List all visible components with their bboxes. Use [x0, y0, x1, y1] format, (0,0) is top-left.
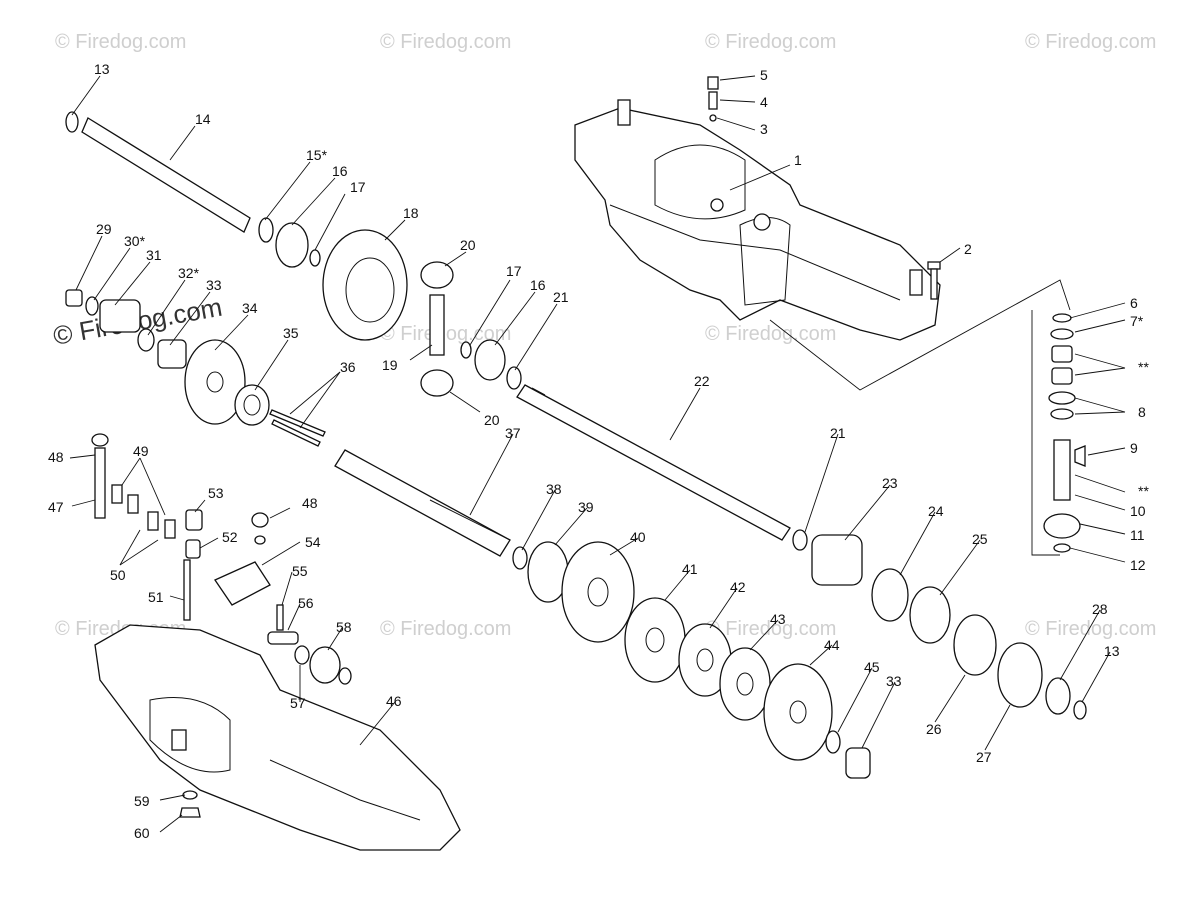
callout-49: 49 — [133, 443, 149, 459]
watermark: © Firedog.com — [705, 323, 836, 345]
housing-hardware — [707, 76, 941, 300]
callout-9: 9 — [1130, 440, 1138, 456]
callout-5: 5 — [760, 67, 768, 83]
callout-4: 4 — [760, 94, 768, 110]
shaft-22 — [516, 384, 791, 541]
callout-20: 20 — [460, 237, 476, 253]
callout-32: 32* — [178, 265, 200, 281]
callout-52: 52 — [222, 529, 238, 545]
watermark: © Firedog.com — [380, 323, 511, 345]
callout-17: 17 — [350, 179, 366, 195]
callout-48b: 48 — [302, 495, 318, 511]
callout-1: 1 — [794, 152, 802, 168]
callout-26: 26 — [926, 721, 942, 737]
callout-40: 40 — [630, 529, 646, 545]
callout-39: 39 — [578, 499, 594, 515]
callout-58: 58 — [336, 619, 352, 635]
watermark: © Firedog.com — [55, 31, 186, 53]
callout-27: 27 — [976, 749, 992, 765]
callout-47: 47 — [48, 499, 64, 515]
callout-10: 10 — [1130, 503, 1146, 519]
callout-3: 3 — [760, 121, 768, 137]
callout-13: 13 — [94, 61, 110, 77]
callout-8: 8 — [1138, 404, 1146, 420]
callout-14: 14 — [195, 111, 211, 127]
upper-housing — [574, 99, 941, 341]
callout-46: 46 — [386, 693, 402, 709]
callout-48: 48 — [48, 449, 64, 465]
callout-16b: 16 — [530, 277, 546, 293]
callout-44: 44 — [824, 637, 840, 653]
callout-double-star-2: ** — [1138, 483, 1149, 499]
watermark: © Firedog.com — [705, 618, 836, 640]
callout-41: 41 — [682, 561, 698, 577]
callout-36: 36 — [340, 359, 356, 375]
callout-24: 24 — [928, 503, 944, 519]
callout-57: 57 — [290, 695, 306, 711]
callout-33b: 33 — [886, 673, 902, 689]
callout-7: 7* — [1130, 313, 1144, 329]
right-gear-row — [792, 529, 1087, 720]
callout-11: 11 — [1130, 527, 1145, 543]
shaft-14-assembly — [65, 111, 522, 397]
left-shaft-parts — [65, 289, 326, 447]
callout-28: 28 — [1092, 601, 1108, 617]
callout-51: 51 — [148, 589, 164, 605]
callout-13b: 13 — [1104, 643, 1120, 659]
watermark: © Firedog.com — [1025, 618, 1156, 640]
callout-23: 23 — [882, 475, 898, 491]
callout-30: 30* — [124, 233, 146, 249]
callout-43: 43 — [770, 611, 786, 627]
callout-20b: 20 — [484, 412, 500, 428]
callout-21: 21 — [553, 289, 569, 305]
shift-assembly — [91, 433, 352, 685]
leader-lines — [69, 75, 1126, 833]
callout-22: 22 — [694, 373, 710, 389]
callout-labels: 1 2 3 4 5 6 7* ** 8 9 ** 10 11 12 13 14 … — [48, 61, 1149, 841]
callout-33: 33 — [206, 277, 222, 293]
callout-29: 29 — [96, 221, 112, 237]
callout-6: 6 — [1130, 295, 1138, 311]
callout-16: 16 — [332, 163, 348, 179]
watermark: © Firedog.com — [705, 31, 836, 53]
callout-31: 31 — [146, 247, 162, 263]
watermark: © Firedog.com — [1025, 31, 1156, 53]
callout-50: 50 — [110, 567, 126, 583]
callout-double-star: ** — [1138, 359, 1149, 375]
callout-42: 42 — [730, 579, 746, 595]
callout-53: 53 — [208, 485, 224, 501]
callout-55: 55 — [292, 563, 308, 579]
callout-25: 25 — [972, 531, 988, 547]
callout-19: 19 — [382, 357, 398, 373]
lower-housing — [94, 624, 461, 851]
callout-37: 37 — [505, 425, 521, 441]
callout-38: 38 — [546, 481, 562, 497]
callout-17b: 17 — [506, 263, 522, 279]
right-stack — [769, 279, 1086, 556]
callout-12: 12 — [1130, 557, 1146, 573]
callout-60: 60 — [134, 825, 150, 841]
callout-15: 15* — [306, 147, 328, 163]
watermark: © Firedog.com — [380, 31, 511, 53]
callout-21b: 21 — [830, 425, 846, 441]
callout-18: 18 — [403, 205, 419, 221]
gear-row — [512, 541, 871, 779]
callout-2: 2 — [964, 241, 972, 257]
callout-59: 59 — [134, 793, 150, 809]
callout-45: 45 — [864, 659, 880, 675]
watermark: © Firedog.com — [380, 618, 511, 640]
callout-54: 54 — [305, 534, 321, 550]
callout-35: 35 — [283, 325, 299, 341]
shaft-37 — [334, 449, 511, 557]
callout-56: 56 — [298, 595, 314, 611]
callout-34: 34 — [242, 300, 258, 316]
